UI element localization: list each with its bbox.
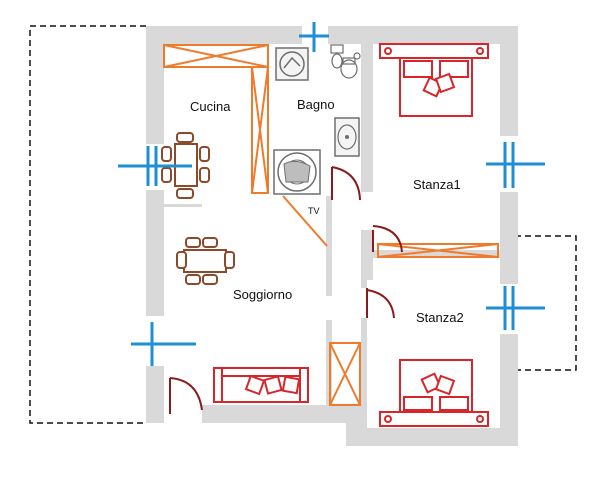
bed-stanza1 <box>379 43 489 117</box>
balcony-right <box>515 235 577 371</box>
wardrobe-corridor <box>329 342 361 406</box>
shower <box>273 149 321 195</box>
room-label-stanza1: Stanza1 <box>413 177 461 192</box>
door-stanza2 <box>366 288 395 319</box>
sofa <box>213 367 309 403</box>
washing-machine <box>275 47 309 81</box>
bed-stanza2 <box>379 359 489 427</box>
sink <box>334 117 360 157</box>
wardrobe-stanza1 <box>377 243 499 258</box>
door-entrance <box>169 377 203 414</box>
balcony-left <box>29 25 146 424</box>
walls <box>146 26 518 446</box>
room-label-bagno: Bagno <box>297 97 335 112</box>
toilet <box>340 52 361 79</box>
door-bagno <box>331 166 361 201</box>
tv-label: TV <box>308 206 320 216</box>
room-label-soggiorno: Soggiorno <box>233 287 292 302</box>
kitchen-counter <box>163 44 269 194</box>
window-stanza2 <box>486 286 545 330</box>
room-label-cucina: Cucina <box>190 99 231 114</box>
window-stanza1 <box>486 142 545 188</box>
dining-table-living <box>176 237 235 285</box>
bidet <box>330 44 344 69</box>
window-bagno <box>299 22 329 52</box>
window-kitchen <box>118 146 192 186</box>
door-stanza1 <box>372 225 403 253</box>
room-label-stanza2: Stanza2 <box>416 310 464 325</box>
tv-indicator: TV <box>282 195 328 247</box>
window-living <box>131 322 196 366</box>
